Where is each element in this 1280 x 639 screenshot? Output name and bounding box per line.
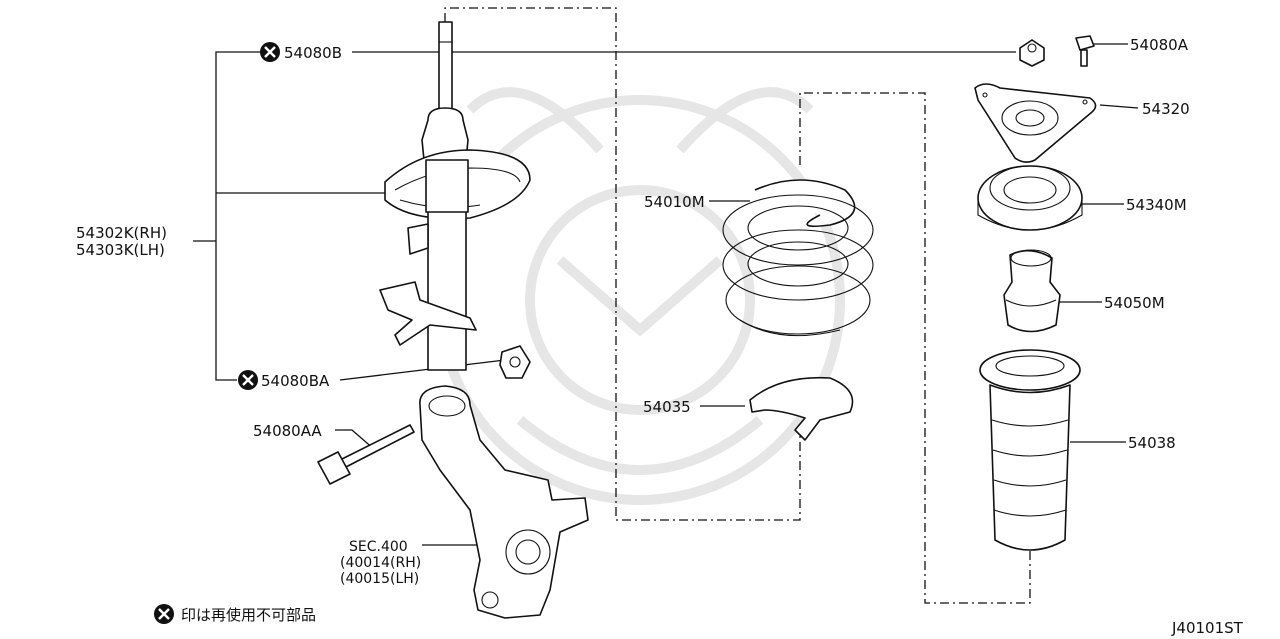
bump-stopper-54050M [1003, 249, 1061, 333]
label-54080A: 54080A [1130, 36, 1189, 54]
nut-54080B [1019, 39, 1045, 67]
x-circle-icon [154, 604, 174, 624]
label-54340M: 54340M [1126, 196, 1187, 214]
label-54302K: 54302K(RH) [76, 224, 167, 242]
label-40014: (40014(RH) [340, 555, 421, 571]
leader-lines [193, 43, 1139, 546]
label-54038: 54038 [1128, 434, 1176, 452]
nut-54080BA [499, 345, 531, 379]
watermark-emblem [435, 87, 845, 505]
label-54303K: 54303K(LH) [76, 241, 165, 259]
strut-mount-54320 [974, 83, 1097, 163]
strut-assembly [379, 21, 531, 371]
bolt-54080AA [317, 424, 415, 485]
steering-knuckle [419, 385, 589, 619]
label-54080BA: 54080BA [261, 372, 330, 390]
spring-seat-54035 [749, 376, 854, 441]
bolt-54080A [1075, 35, 1095, 67]
label-54010M: 54010M [644, 193, 705, 211]
label-54035: 54035 [643, 398, 691, 416]
label-40015: (40015(LH) [340, 571, 419, 587]
label-54080AA: 54080AA [253, 422, 322, 440]
bearing-54340M [977, 165, 1083, 231]
label-54320: 54320 [1142, 100, 1190, 118]
legend-text: 印は再使用不可部品 [181, 606, 316, 624]
label-54080B: 54080B [284, 44, 342, 62]
label-54050M: 54050M [1104, 294, 1165, 312]
x-circle-icon [238, 370, 258, 390]
label-sec400: SEC.400 [349, 539, 408, 555]
x-circle-icon [260, 42, 280, 62]
assembly-lines [444, 7, 1031, 604]
dust-boot-54038 [979, 349, 1081, 551]
diagram-id: J40101ST [1171, 619, 1244, 637]
coil-spring-54010M [722, 179, 874, 337]
